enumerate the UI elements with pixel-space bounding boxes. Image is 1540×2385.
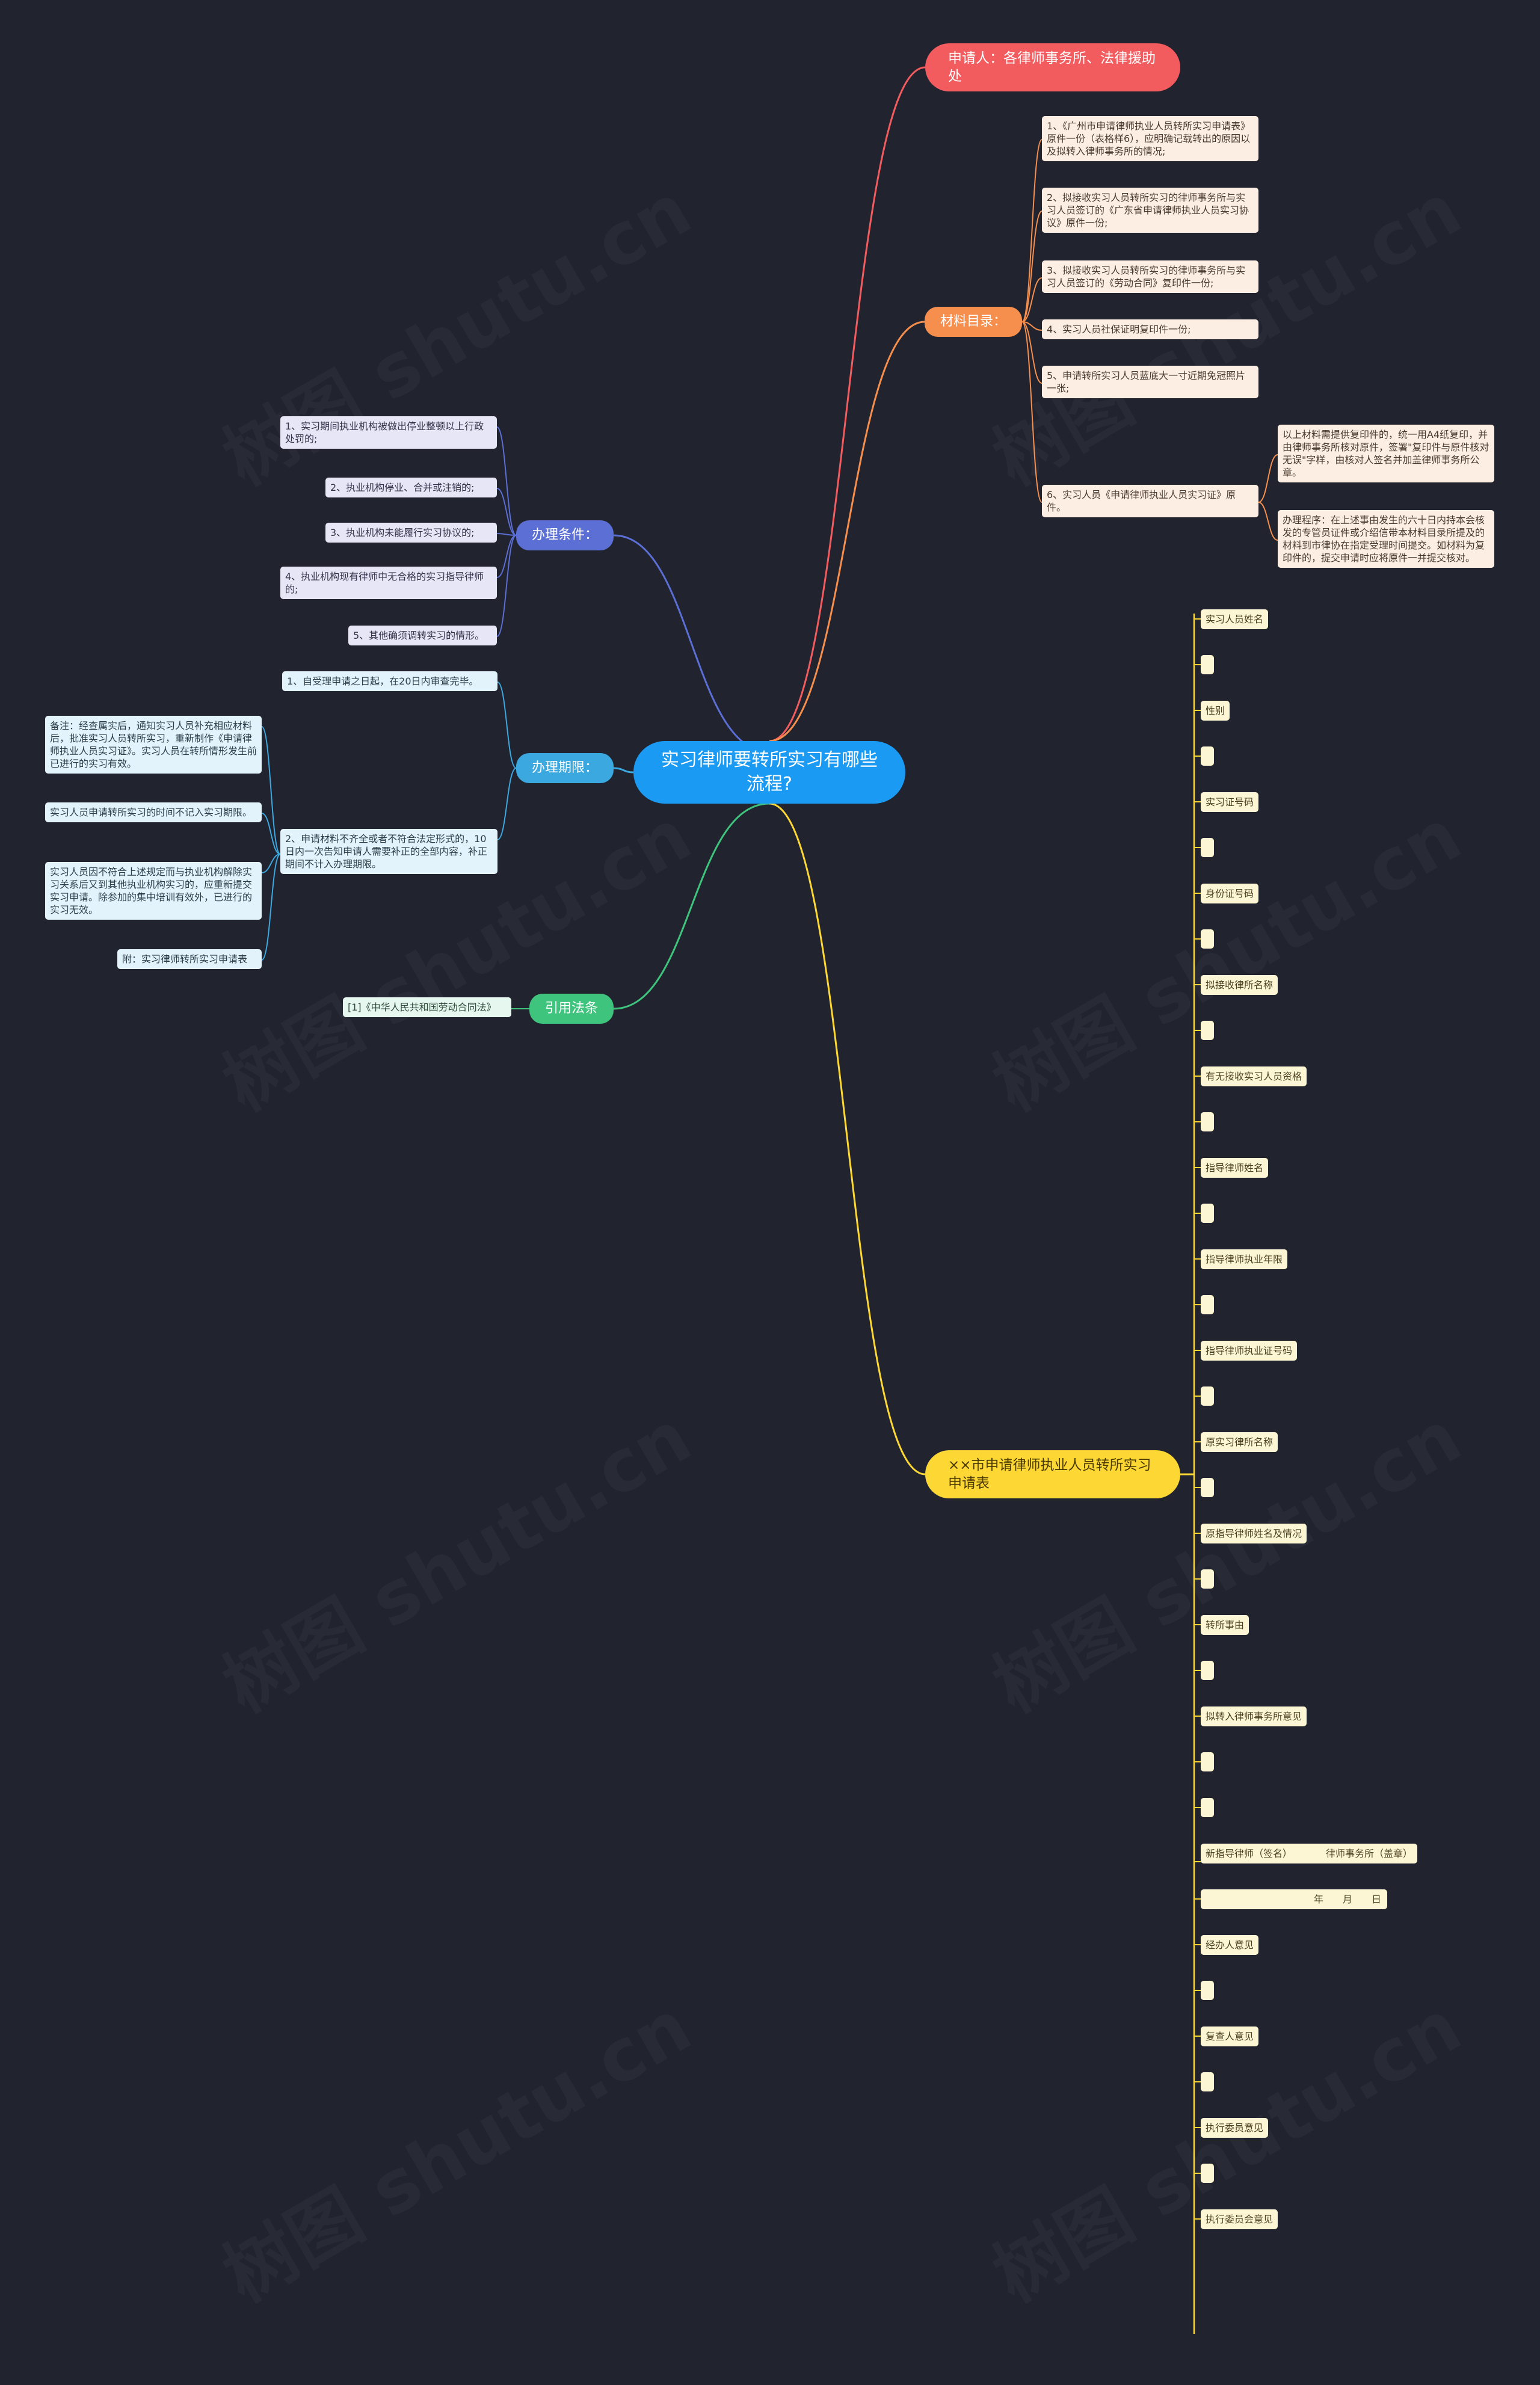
connector-line — [1021, 321, 1043, 384]
form-field[interactable]: 性别 — [1201, 701, 1230, 721]
form-blank-field[interactable] — [1201, 1204, 1214, 1223]
connector-line — [769, 321, 925, 742]
connector-line — [496, 535, 517, 578]
condition-item[interactable]: 1、实习期间执业机构被做出停业整顿以上行政处罚的; — [280, 416, 497, 449]
connector-line — [613, 767, 634, 774]
form-blank-field[interactable] — [1201, 2164, 1214, 2183]
form-node[interactable]: ××市申请律师执业人员转所实习申请表 — [925, 1450, 1180, 1498]
form-field[interactable]: 拟转入律师事务所意见 — [1201, 1706, 1307, 1726]
connector-line — [1021, 321, 1043, 503]
form-blank-field[interactable] — [1201, 1478, 1214, 1497]
connector-line — [769, 66, 926, 742]
form-field[interactable]: 指导律师执业年限 — [1201, 1249, 1288, 1269]
form-field[interactable]: 实习人员姓名 — [1201, 609, 1269, 629]
material-item[interactable]: 5、申请转所实习人员蓝底大一寸近期免冠照片一张; — [1042, 366, 1258, 398]
conditions-node[interactable]: 办理条件： — [516, 520, 614, 550]
form-blank-field[interactable] — [1201, 838, 1214, 857]
condition-item[interactable]: 3、执业机构未能履行实习协议的; — [325, 523, 497, 543]
watermark: 树图 shutu.cn — [972, 1969, 1477, 2321]
form-blank-field[interactable] — [1201, 1752, 1214, 1771]
watermark: 树图 shutu.cn — [202, 153, 707, 505]
connector-line — [496, 533, 517, 536]
form-blank-field[interactable] — [1201, 746, 1214, 766]
connector-line — [261, 726, 281, 855]
material-item[interactable]: 6、实习人员《申请律师执业人员实习证》原件。 — [1042, 485, 1258, 517]
connector-line — [261, 813, 281, 855]
law-item[interactable]: [1]《中华人民共和国劳动合同法》 — [343, 997, 511, 1017]
form-blank-field[interactable] — [1201, 929, 1214, 949]
applicant-node[interactable]: 申请人：各律师事务所、法律援助处 — [925, 43, 1180, 91]
form-blank-field[interactable] — [1201, 2072, 1214, 2091]
period-note[interactable]: 实习人员申请转所实习的时间不记入实习期限。 — [45, 802, 262, 822]
connector-line — [261, 854, 281, 873]
period-note[interactable]: 实习人员因不符合上述规定而与执业机构解除实习关系后又到其他执业机构实习的，应重新… — [45, 862, 262, 920]
form-blank-field[interactable] — [1201, 1661, 1214, 1680]
form-blank-field[interactable] — [1201, 1569, 1214, 1589]
connector-line — [613, 534, 770, 753]
form-blank-field[interactable] — [1201, 655, 1214, 674]
condition-item[interactable]: 4、执业机构现有律师中无合格的实习指导律师的; — [280, 567, 497, 599]
form-field[interactable]: 执行委员会意见 — [1201, 2209, 1278, 2229]
connector-line — [1021, 211, 1043, 322]
material-note[interactable]: 以上材料需提供复印件的，统一用A4纸复印，并由律师事务所核对原件，签署"复印件与… — [1278, 425, 1494, 482]
form-field[interactable]: 年 月 日 — [1201, 1889, 1387, 1909]
form-field[interactable]: 实习证号码 — [1201, 792, 1259, 812]
form-field[interactable]: 拟接收律所名称 — [1201, 975, 1278, 995]
connector-line — [496, 488, 517, 536]
form-blank-field[interactable] — [1201, 1021, 1214, 1040]
connector-line — [261, 854, 281, 961]
law-node[interactable]: 引用法条 — [529, 994, 614, 1024]
root-topic[interactable]: 实习律师要转所实习有哪些流程? — [633, 741, 905, 804]
connector-line — [613, 802, 770, 1010]
period-item[interactable]: 2、申请材料不齐全或者不符合法定形式的，10日内一次告知申请人需要补正的全部内容… — [280, 829, 497, 874]
form-field[interactable]: 转所事由 — [1201, 1615, 1249, 1635]
form-field[interactable]: 有无接收实习人员资格 — [1201, 1066, 1307, 1086]
connector-line — [497, 682, 517, 769]
form-blank-field[interactable] — [1201, 1112, 1214, 1131]
period-note[interactable]: 备注：经查属实后，通知实习人员补充相应材料后，批准实习人员转所实习，重新制作《申… — [45, 716, 262, 774]
form-blank-field[interactable] — [1201, 1981, 1214, 2000]
connector-line — [1021, 321, 1043, 331]
material-note[interactable]: 办理程序：在上述事由发生的六十日内持本会核发的专管员证件或介绍信带本材料目录所提… — [1278, 510, 1494, 568]
material-item[interactable]: 3、拟接收实习人员转所实习的律师事务所与实习人员签订的《劳动合同》复印件一份; — [1042, 260, 1258, 293]
form-blank-field[interactable] — [1201, 1798, 1214, 1817]
material-item[interactable]: 4、实习人员社保证明复印件一份; — [1042, 319, 1258, 339]
connector-line — [496, 535, 517, 637]
form-field[interactable]: 经办人意见 — [1201, 1935, 1259, 1955]
period-item[interactable]: 1、自受理申请之日起，在20日内审查完毕。 — [282, 671, 497, 691]
period-node[interactable]: 办理期限： — [516, 753, 614, 783]
condition-item[interactable]: 5、其他确须调转实习的情形。 — [348, 626, 497, 645]
connector-line — [496, 426, 517, 536]
form-field[interactable]: 原实习律所名称 — [1201, 1432, 1278, 1452]
period-note[interactable]: 附：实习律师转所实习申请表 — [117, 949, 262, 969]
form-field[interactable]: 新指导律师（签名） 律师事务所（盖章） — [1201, 1844, 1417, 1863]
connector-line — [497, 768, 517, 840]
form-blank-field[interactable] — [1201, 1295, 1214, 1314]
watermark: 树图 shutu.cn — [202, 1969, 707, 2321]
form-blank-field[interactable] — [1201, 1386, 1214, 1406]
form-field[interactable]: 复查人意见 — [1201, 2026, 1259, 2046]
condition-item[interactable]: 2、执业机构停业、合并或注销的; — [325, 478, 497, 497]
material-item[interactable]: 2、拟接收实习人员转所实习的律师事务所与实习人员签订的《广东省申请律师执业人员实… — [1042, 188, 1258, 233]
connector-line — [769, 802, 926, 1476]
connector-line — [1258, 502, 1278, 541]
form-field[interactable]: 原指导律师姓名及情况 — [1201, 1524, 1307, 1543]
form-field[interactable]: 执行委员意见 — [1201, 2118, 1269, 2138]
material-item[interactable]: 1、《广州市申请律师执业人员转所实习申请表》原件一份（表格样6），应明确记载转出… — [1042, 116, 1258, 161]
materials-node[interactable]: 材料目录： — [925, 307, 1022, 337]
connector-line — [1021, 139, 1043, 322]
form-field[interactable]: 指导律师执业证号码 — [1201, 1341, 1298, 1361]
connector-line — [1258, 454, 1278, 503]
form-field[interactable]: 身份证号码 — [1201, 884, 1259, 903]
form-field[interactable]: 指导律师姓名 — [1201, 1158, 1269, 1178]
watermark: 树图 shutu.cn — [202, 1380, 707, 1732]
connector-line — [1021, 277, 1043, 322]
